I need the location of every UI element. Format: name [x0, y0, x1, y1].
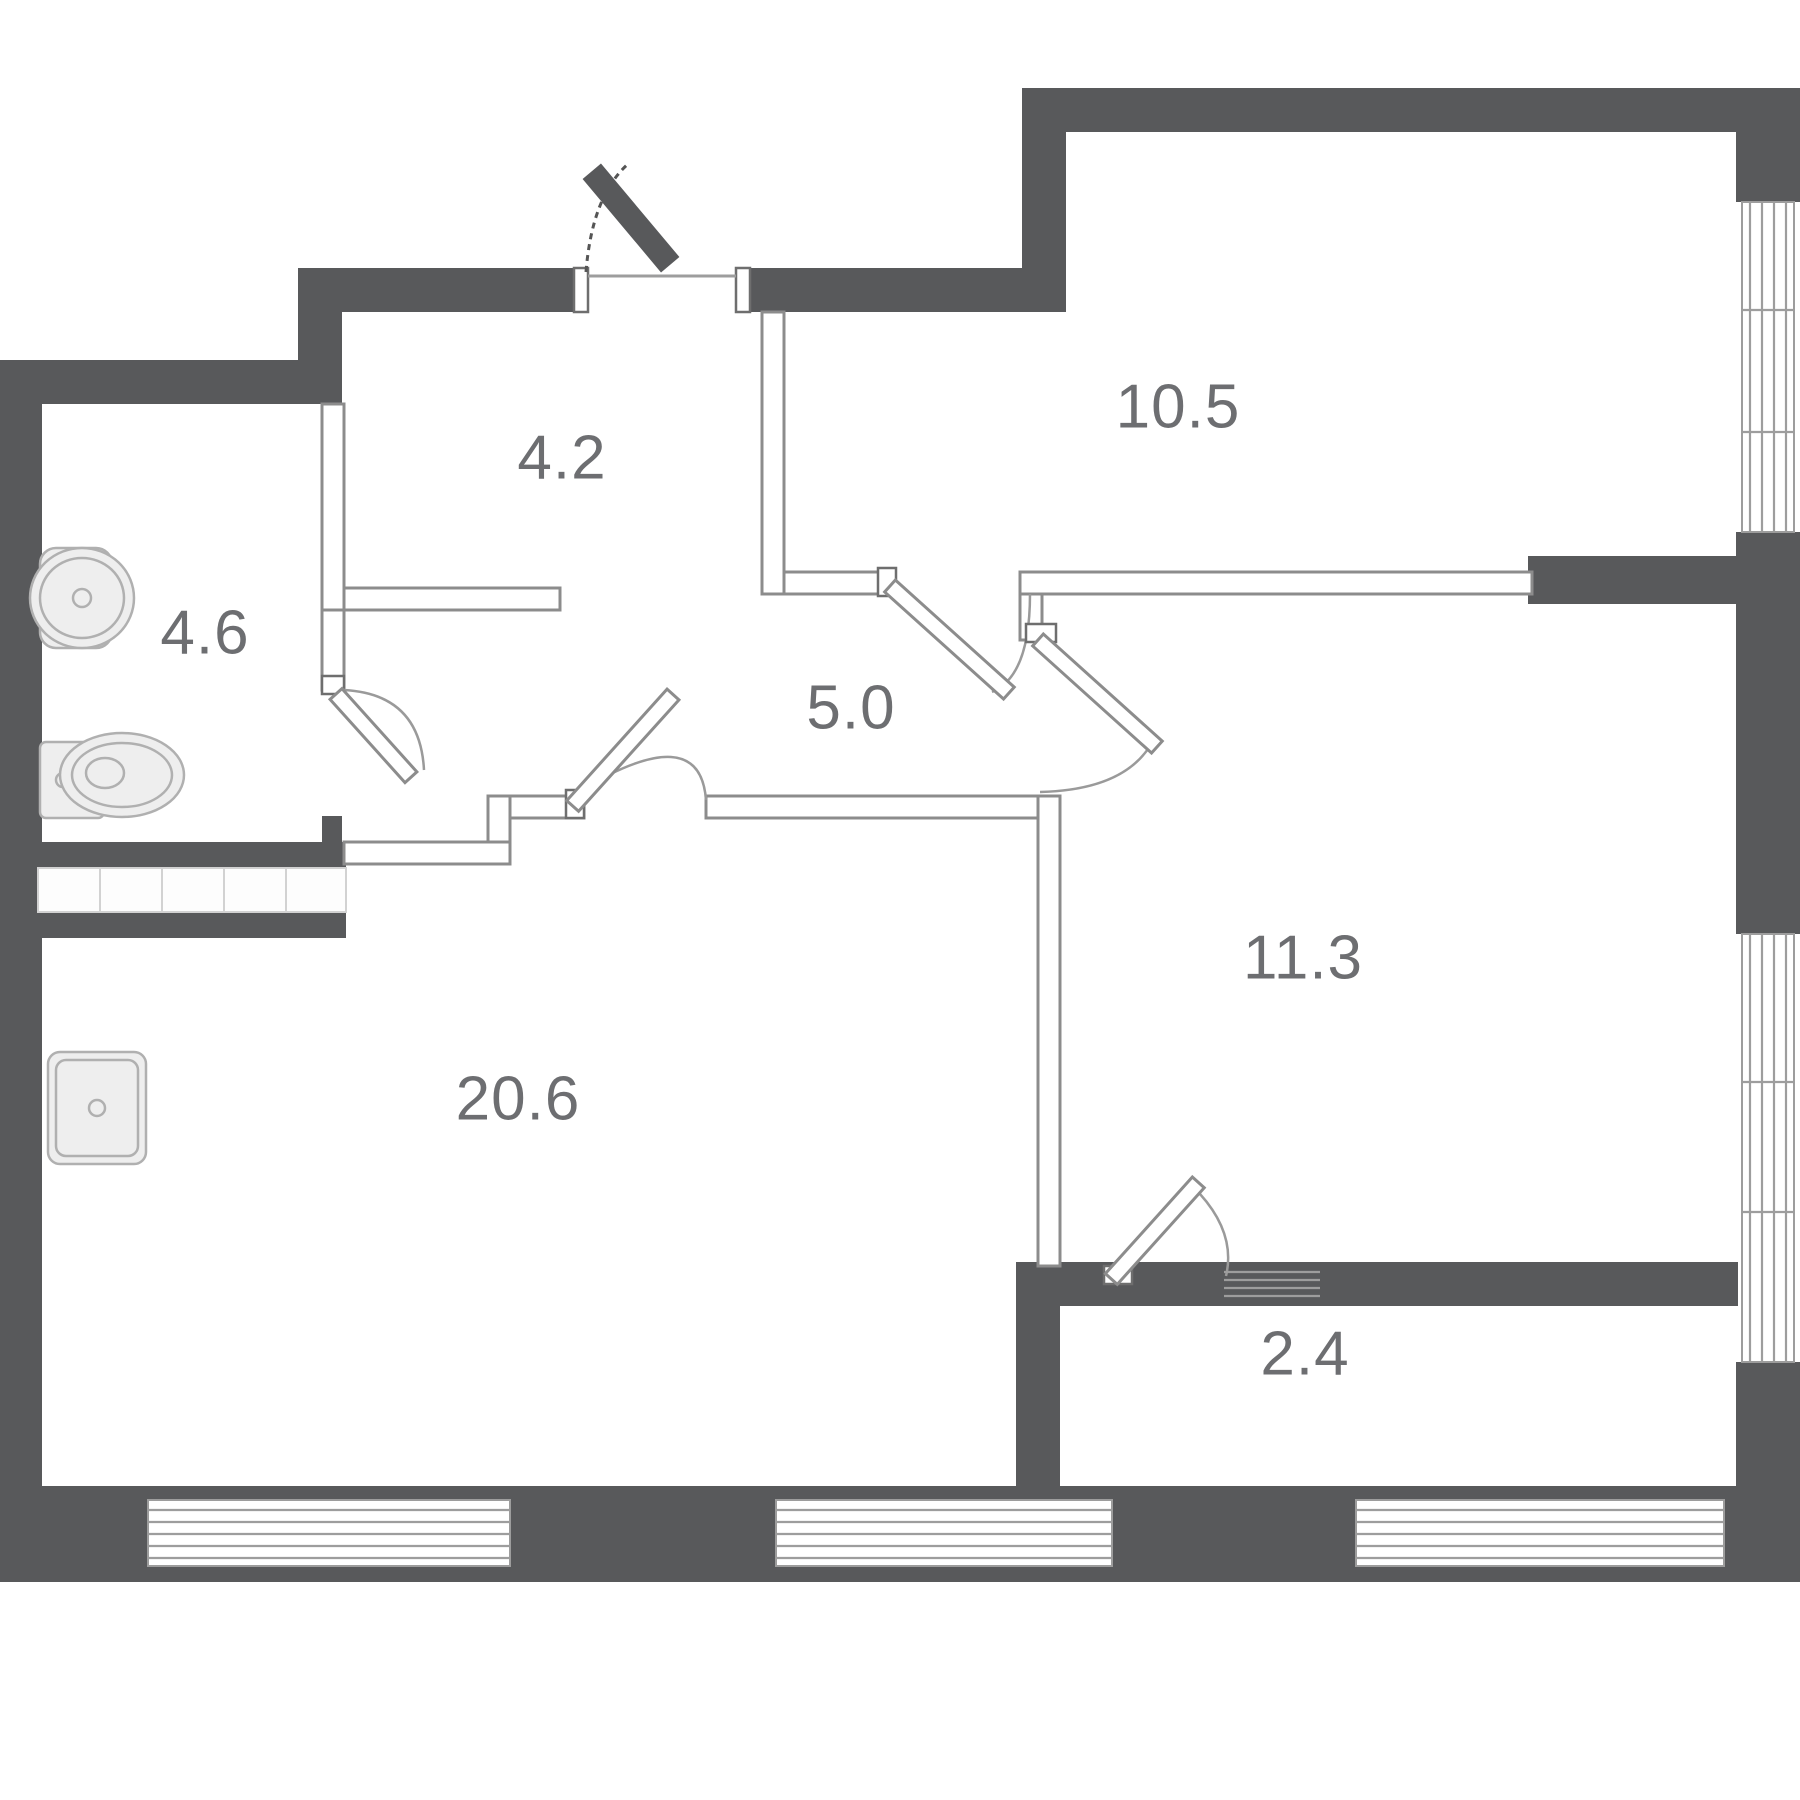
- area-label-corridor: 5.0: [806, 673, 895, 742]
- area-label-living-room: 20.6: [456, 1064, 581, 1133]
- window-bottom-right: [1355, 1499, 1725, 1567]
- interior-partitions: [320, 310, 1534, 1268]
- area-label-bedroom-right: 11.3: [1243, 923, 1363, 992]
- area-label-bathroom: 4.6: [160, 598, 249, 667]
- area-label-entry-hall: 4.2: [517, 423, 606, 492]
- balcony-door[interactable]: [1102, 1174, 1320, 1298]
- window-right-upper: [1741, 201, 1795, 533]
- bedroom-left-door[interactable]: [876, 566, 1032, 702]
- entrance-door[interactable]: [572, 162, 752, 314]
- toilet: [38, 731, 186, 820]
- window-bottom-left: [147, 1499, 511, 1567]
- window-right-lower: [1741, 933, 1795, 1363]
- bathroom-door[interactable]: [320, 674, 426, 785]
- area-label-balcony: 2.4: [1260, 1319, 1349, 1388]
- room-interiors: [42, 132, 1736, 1486]
- ventilation-duct: [37, 867, 347, 913]
- window-bottom-mid: [775, 1499, 1113, 1567]
- bathroom-sink: [28, 546, 136, 650]
- bedroom-right-door[interactable]: [1024, 622, 1165, 794]
- area-labels: 4.6 4.2 10.5 5.0 11.3 20.6 2.4: [160, 372, 1363, 1388]
- area-label-bedroom-left: 10.5: [1116, 372, 1241, 441]
- kitchen-sink: [46, 1050, 148, 1166]
- corridor-door-left[interactable]: [564, 687, 708, 820]
